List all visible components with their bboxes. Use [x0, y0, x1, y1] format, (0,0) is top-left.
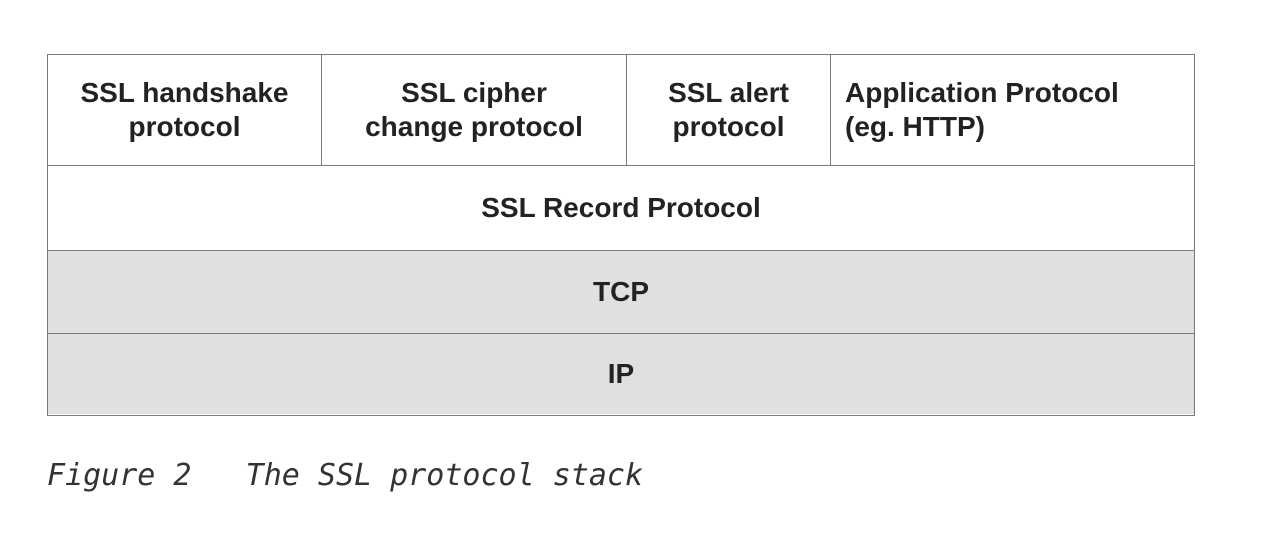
ip-label: IP [607, 358, 635, 389]
ssl-cipher-change-protocol-box: SSL cipher change protocol [321, 55, 626, 165]
upper-protocols-row: SSL handshake protocol SSL cipher change… [48, 55, 1194, 165]
application-protocol-box: Application Protocol (eg. HTTP) [830, 55, 1194, 165]
ssl-protocol-stack-diagram: SSL handshake protocol SSL cipher change… [47, 54, 1195, 416]
ssl-alert-protocol-box: SSL alert protocol [626, 55, 830, 165]
ip-layer: IP [48, 333, 1194, 414]
ssl-record-protocol-label: SSL Record Protocol [481, 192, 761, 223]
figure-caption: Figure 2 The SSL protocol stack [47, 458, 644, 493]
ssl-record-protocol-layer: SSL Record Protocol [48, 165, 1194, 250]
tcp-label: TCP [593, 276, 649, 307]
ssl-handshake-protocol-box: SSL handshake protocol [80, 77, 289, 142]
tcp-layer: TCP [48, 250, 1194, 333]
